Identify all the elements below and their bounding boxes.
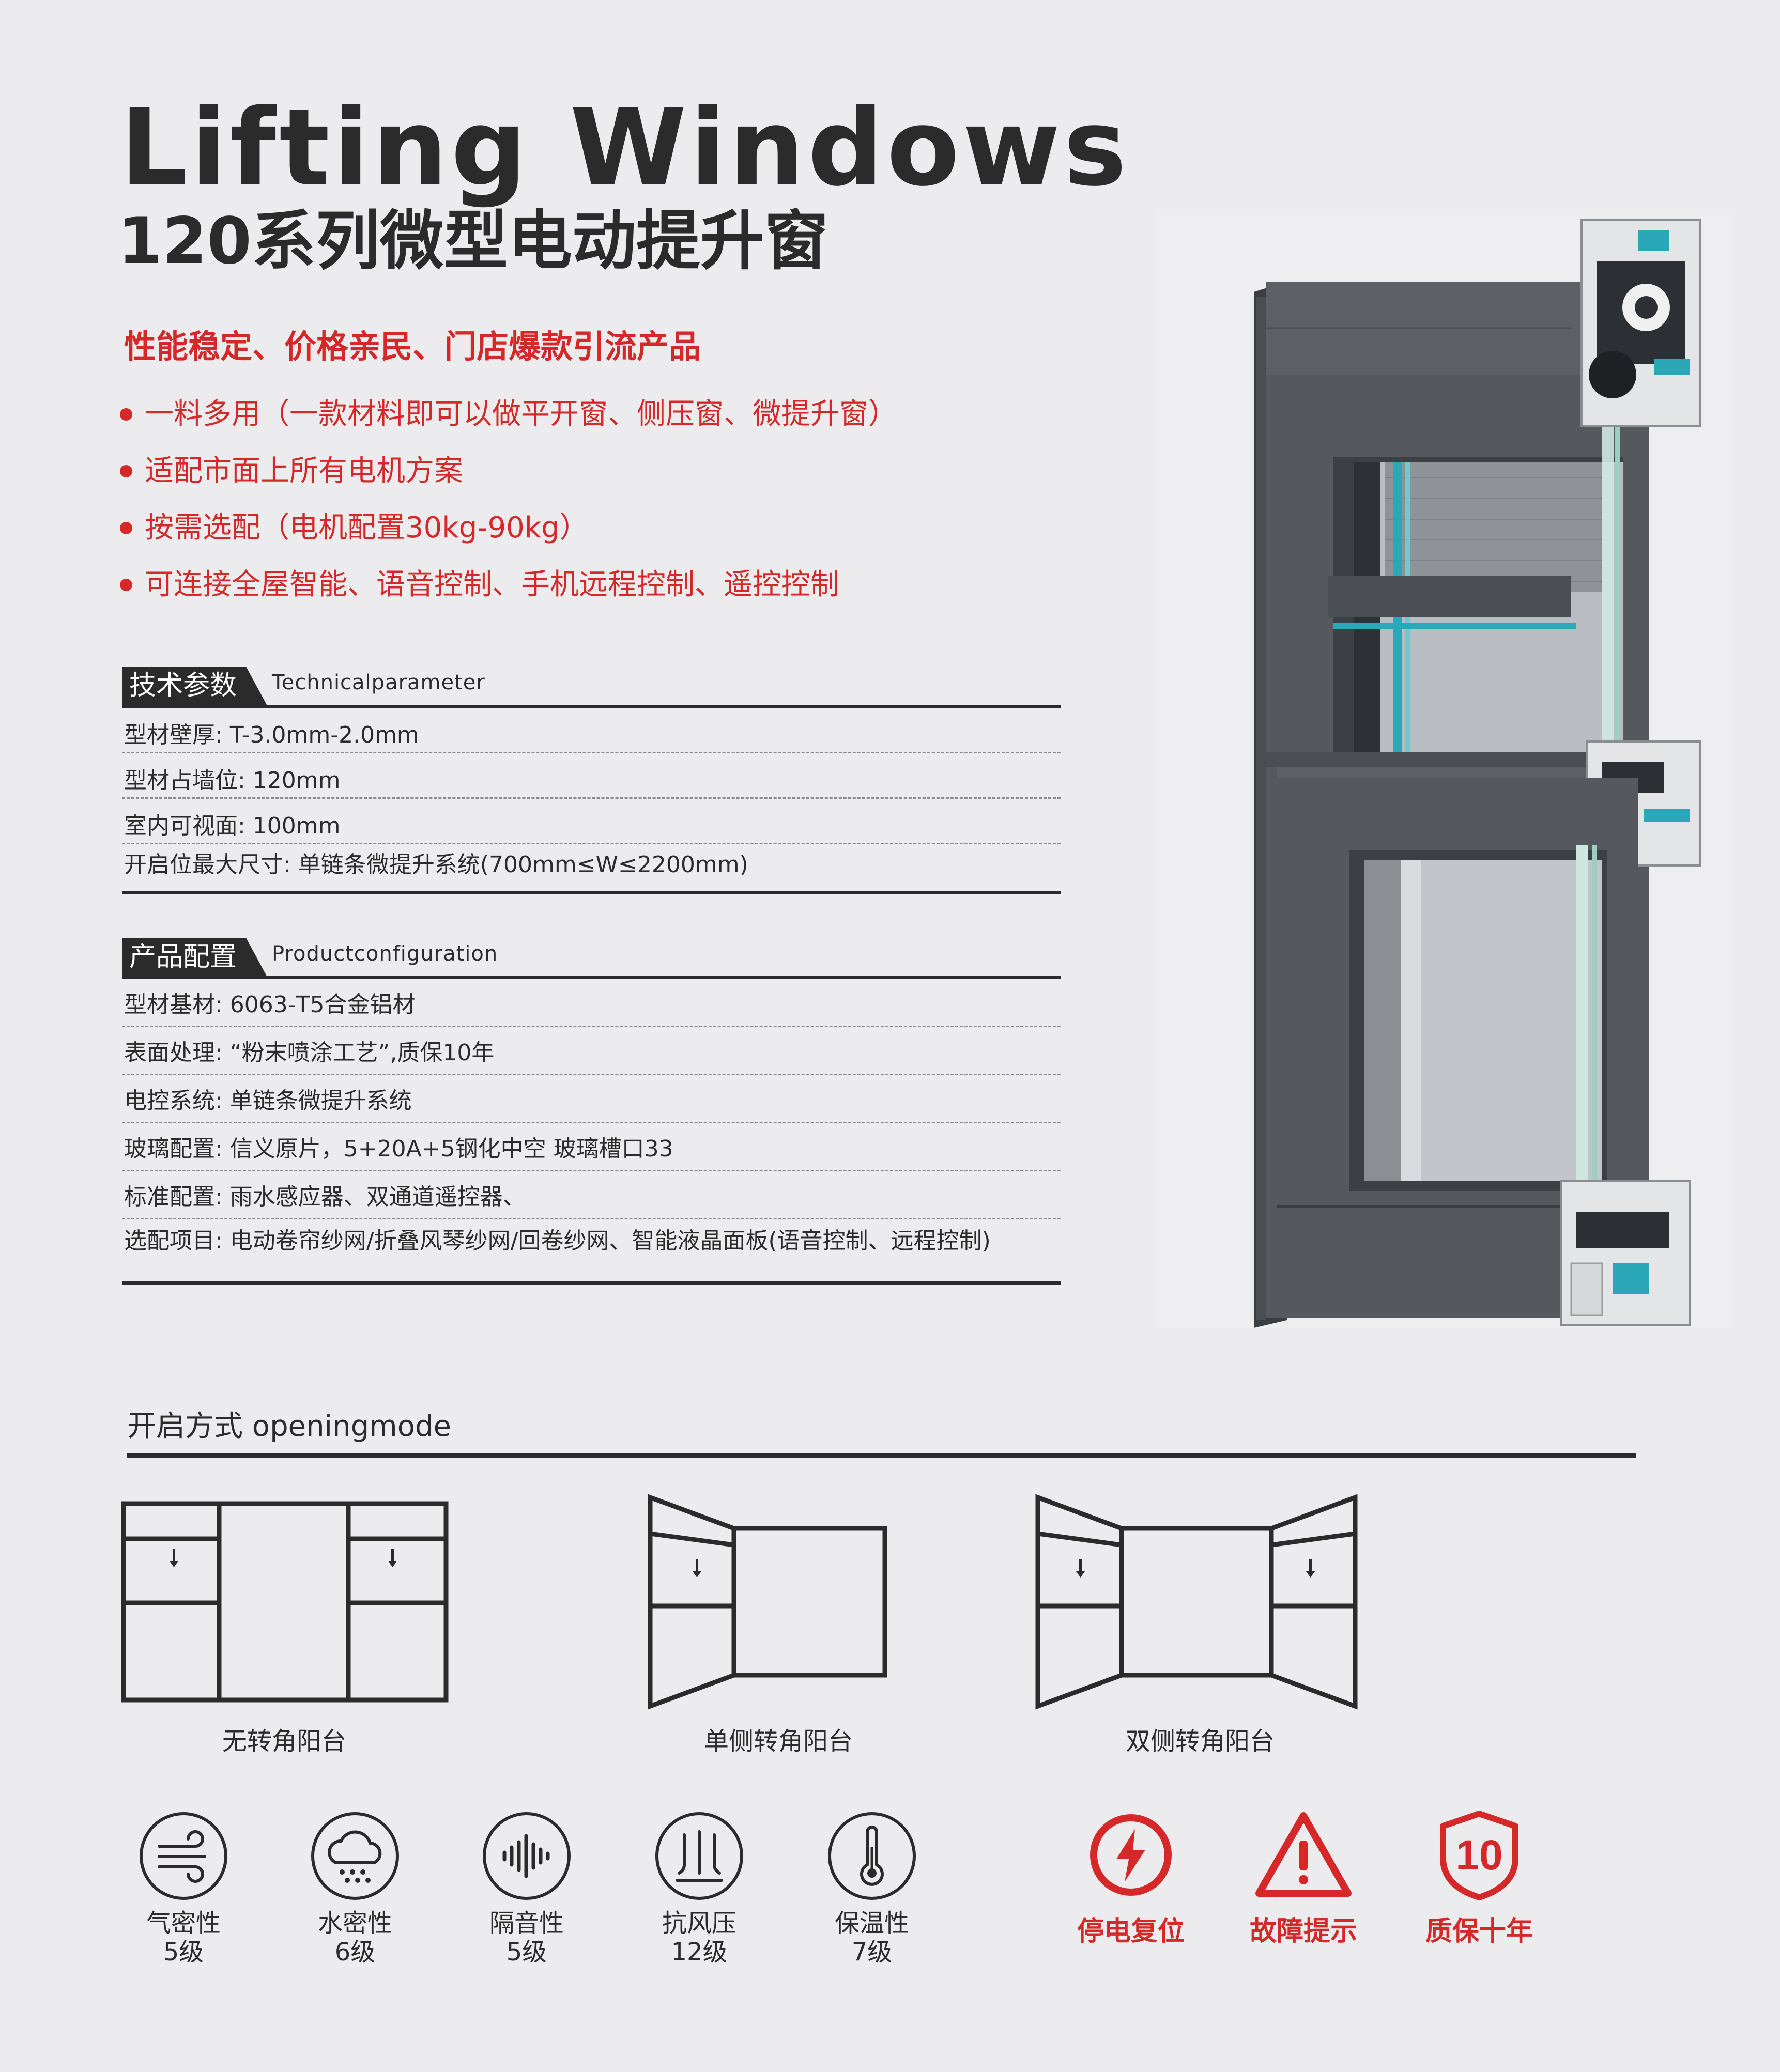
double-corner-balcony-diagram (1035, 1494, 1358, 1710)
air-tightness-label: 气密性 5级 (146, 1909, 221, 1967)
ten-year-warranty-label: 质保十年 (1425, 1916, 1533, 1947)
config-row: 电控系统: 单链条微提升系统 (122, 1075, 1061, 1123)
config-row: 玻璃配置: 信义原片，5+20A+5钢化中空 玻璃槽口33 (122, 1123, 1061, 1171)
svg-text:10: 10 (1455, 1832, 1502, 1879)
product-config-header: 产品配置 Productconfiguration (122, 938, 1061, 979)
sound-insulation-label: 隔音性 5级 (489, 1909, 564, 1967)
tech-parameter-list: 型材壁厚: T-3.0mm-2.0mm 型材占墙位: 120mm 室内可视面: … (122, 708, 1061, 894)
opening-mode-heading: 开启方式 openingmode (127, 1410, 451, 1443)
tech-parameter-header: 技术参数 Technicalparameter (122, 667, 1061, 708)
no-corner-balcony-diagram (121, 1501, 449, 1703)
mode-label-single-corner: 单侧转角阳台 (704, 1727, 853, 1756)
product-config-section: 产品配置 Productconfiguration 型材基材: 6063-T5合… (122, 938, 1061, 1285)
feature-item: 一料多用（一款材料即可以做平开窗、侧压窗、微提升窗） (118, 393, 897, 450)
spec-row: 室内可视面: 100mm (122, 799, 1061, 844)
sound-insulation-icon (483, 1812, 571, 1900)
ten-year-warranty-icon: 10 (1440, 1811, 1518, 1900)
spec-row: 开启位最大尺寸: 单链条微提升系统(700mm≤W≤2200mm) (122, 844, 1061, 894)
water-tightness-label: 水密性 6级 (317, 1909, 392, 1967)
tech-parameter-title-en: Technicalparameter (272, 671, 485, 694)
tech-parameter-section: 技术参数 Technicalparameter 型材壁厚: T-3.0mm-2.… (122, 667, 1061, 894)
config-row: 表面处理: “粉末喷涂工艺”,质保10年 (122, 1027, 1061, 1075)
spec-row: 型材占墙位: 120mm (122, 753, 1061, 799)
tech-parameter-title: 技术参数 (122, 667, 267, 705)
wind-pressure-icon (655, 1812, 743, 1900)
config-row: 选配项目: 电动卷帘纱网/折叠风琴纱网/回卷纱网、智能液晶面板(语音控制、远程控… (122, 1219, 1061, 1285)
product-config-list: 型材基材: 6063-T5合金铝材 表面处理: “粉末喷涂工艺”,质保10年 电… (122, 979, 1061, 1285)
water-tight-icon (311, 1812, 399, 1900)
fault-warning-label: 故障提示 (1249, 1916, 1357, 1947)
air-tight-icon (140, 1812, 227, 1900)
spec-row: 型材壁厚: T-3.0mm-2.0mm (122, 708, 1061, 753)
divider (127, 1453, 1636, 1458)
page-title-cn: 120系列微型电动提升窗 (118, 204, 828, 279)
mode-label-double-corner: 双侧转角阳台 (1126, 1727, 1275, 1756)
bullet-icon (120, 465, 132, 477)
down-arrow-icon (1076, 1559, 1315, 1578)
bullet-icon (120, 579, 132, 591)
config-row: 型材基材: 6063-T5合金铝材 (122, 979, 1061, 1027)
thermal-insulation-icon (828, 1812, 916, 1900)
product-config-title: 产品配置 (122, 938, 267, 976)
power-reset-icon (1090, 1814, 1172, 1896)
down-arrow-icon (693, 1559, 701, 1578)
bullet-icon (120, 522, 132, 534)
bullet-icon (120, 408, 132, 421)
feature-list: 一料多用（一款材料即可以做平开窗、侧压窗、微提升窗） 适配市面上所有电机方案 按… (118, 393, 897, 620)
thermal-insulation-label: 保温性 7级 (834, 1909, 909, 1967)
config-row: 标准配置: 雨水感应器、双通道遥控器、 (122, 1171, 1061, 1219)
page-title-en: Lifting Windows (120, 87, 1130, 210)
tagline: 性能稳定、价格亲民、门店爆款引流产品 (124, 328, 701, 365)
window-profile-render (1158, 209, 1731, 1328)
mode-label-no-corner: 无转角阳台 (222, 1727, 347, 1756)
single-corner-balcony-diagram (648, 1494, 887, 1710)
down-arrow-icon (170, 1549, 397, 1567)
feature-item: 可连接全屋智能、语音控制、手机远程控制、遥控控制 (118, 563, 897, 620)
power-reset-label: 停电复位 (1077, 1916, 1185, 1947)
feature-item: 适配市面上所有电机方案 (118, 450, 897, 506)
feature-item: 按需选配（电机配置30kg-90kg） (118, 506, 897, 563)
wind-pressure-label: 抗风压 12级 (662, 1909, 736, 1967)
product-config-title-en: Productconfiguration (272, 942, 498, 966)
fault-warning-icon (1255, 1812, 1352, 1897)
